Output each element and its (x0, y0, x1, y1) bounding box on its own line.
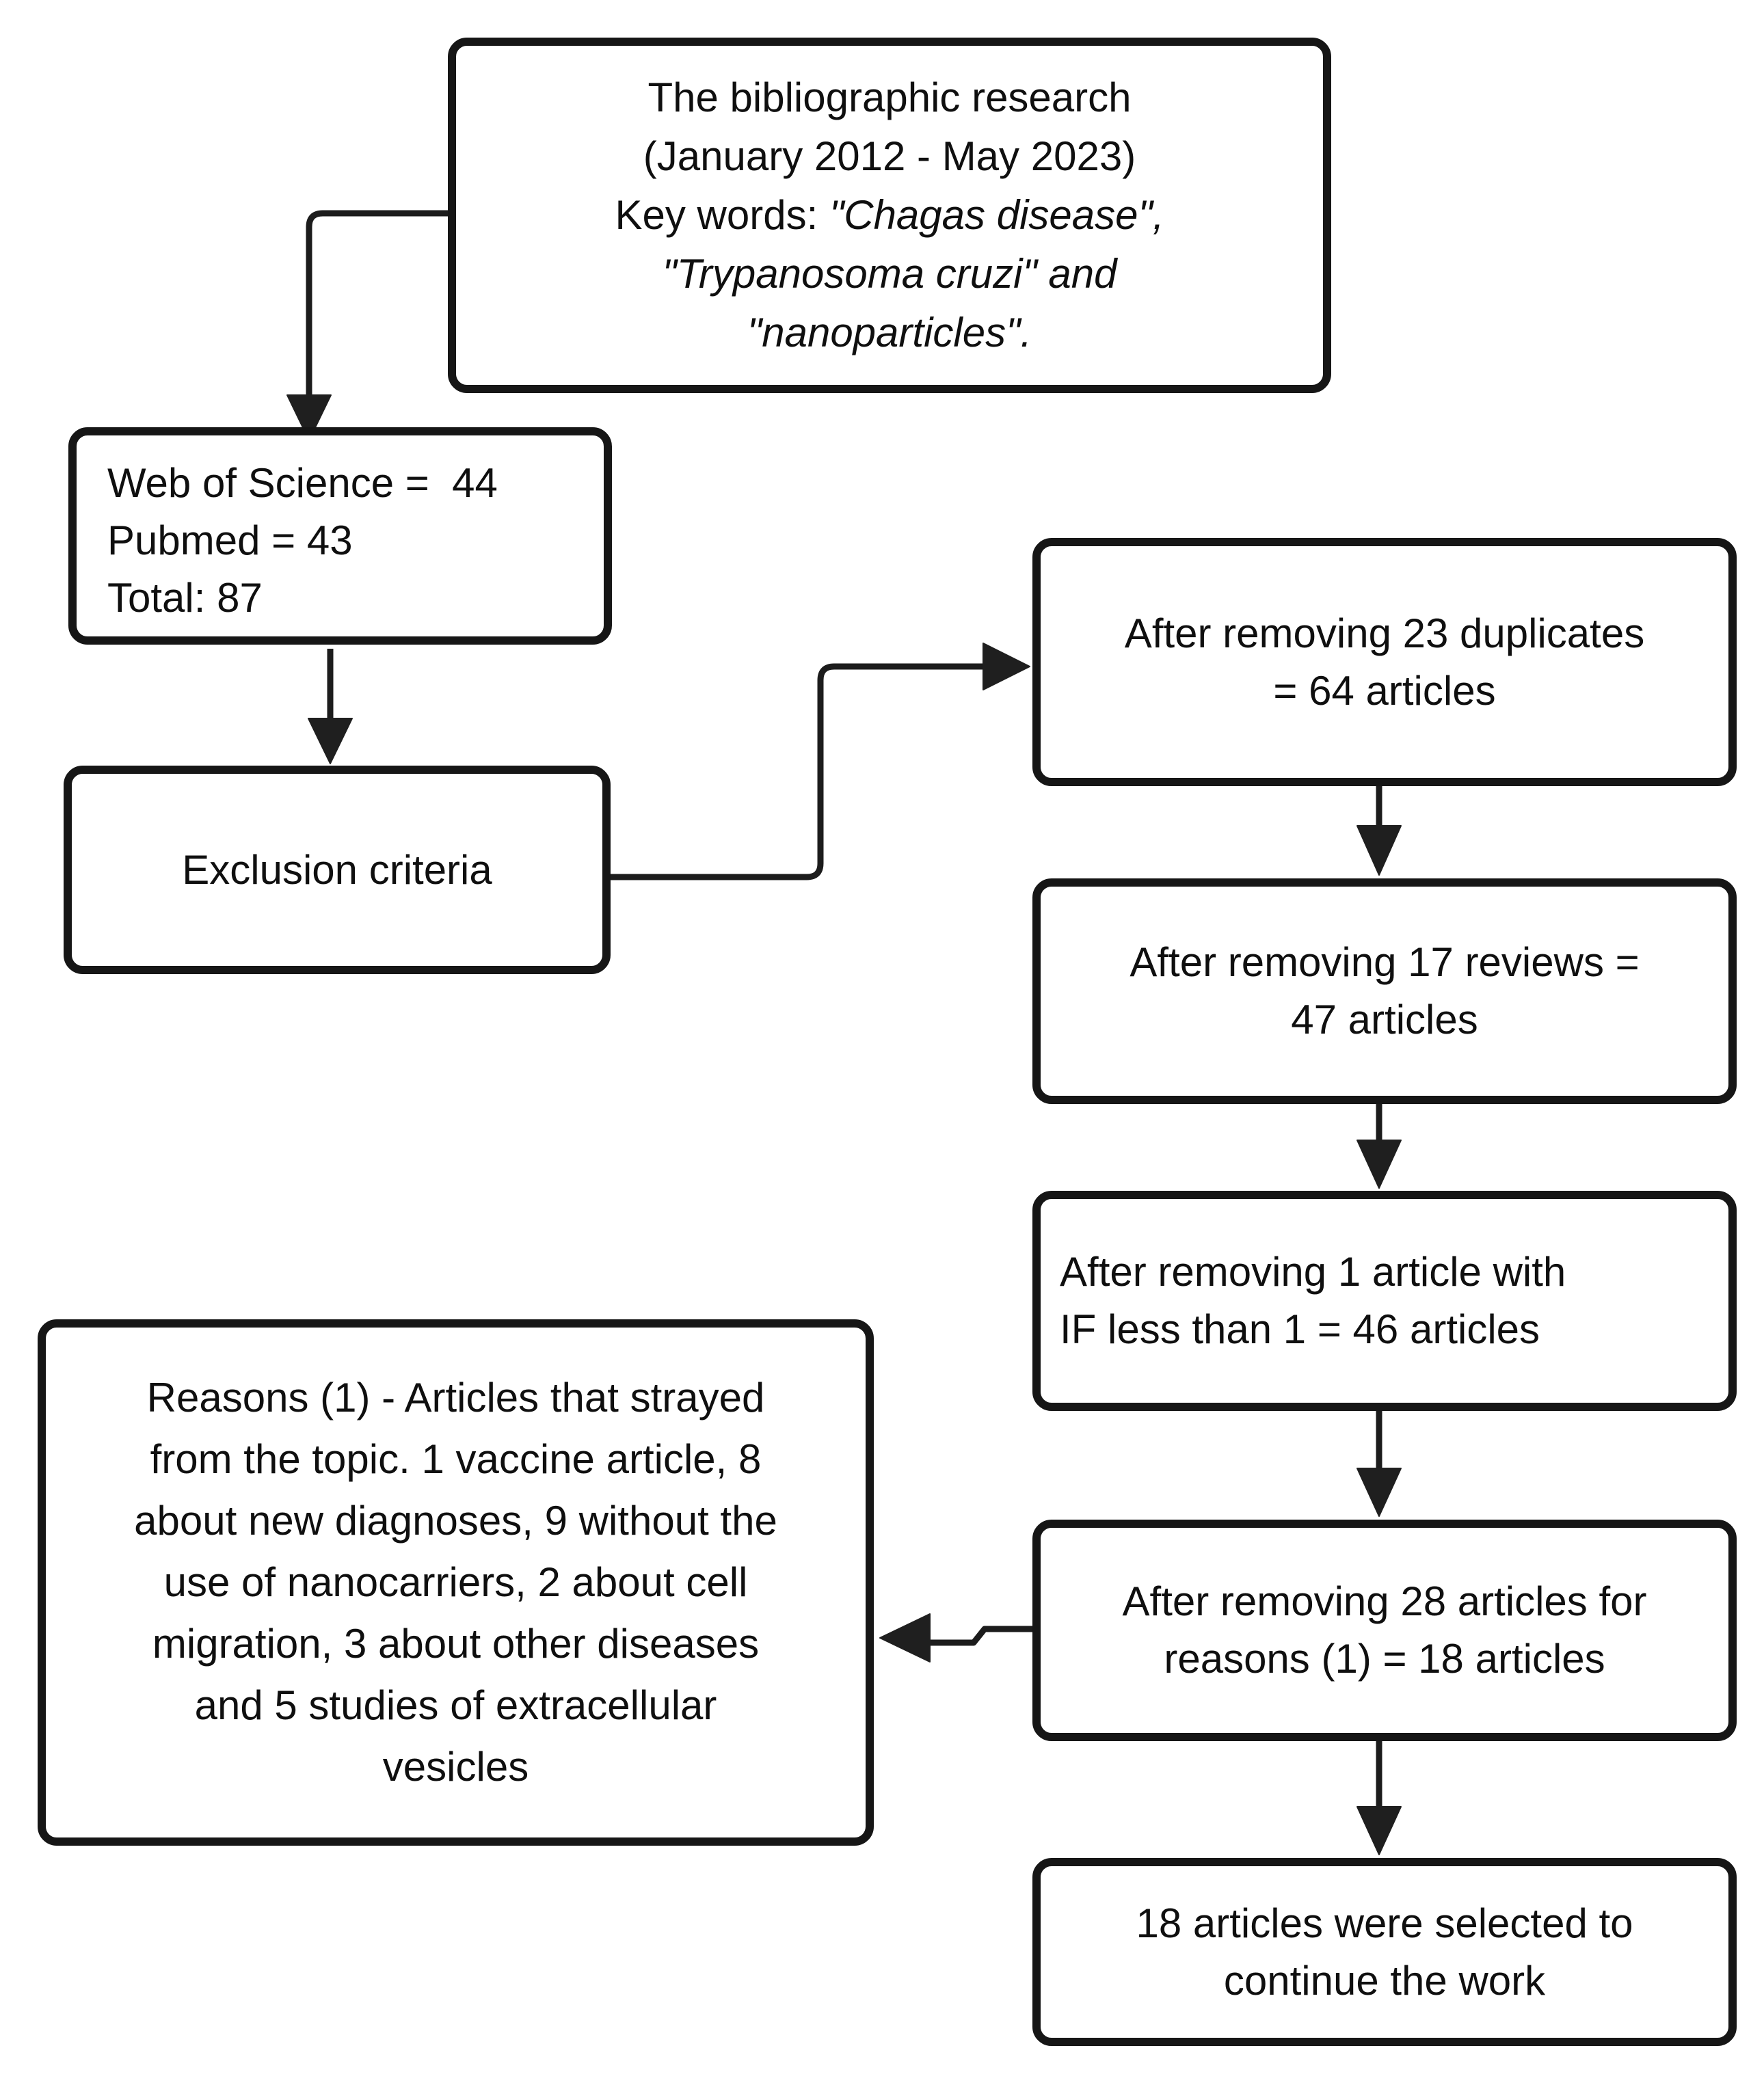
flow-box-line: continue the work (1223, 1957, 1546, 2004)
arrowhead-sources-to-exclusion (308, 718, 353, 764)
reasons-line: migration, 3 about other diseases (152, 1621, 760, 1667)
reasons-box: Reasons (1) - Articles that strayed from… (38, 1319, 874, 1846)
arrowhead-top-to-sources (286, 394, 332, 441)
keyword-chagas-disease: "Chagas disease", (829, 192, 1164, 238)
flow-box-line: After removing 1 article with (1060, 1249, 1566, 1295)
keyword-nanoparticles: "nanoparticles". (747, 310, 1032, 355)
flow-box-line: After removing 17 reviews = (1130, 939, 1640, 985)
flow-box-reasons-removed: After removing 28 articles for reasons (… (1032, 1520, 1737, 1741)
web-of-science-count: Web of Science = 44 (107, 460, 498, 506)
keywords-label: Key words: (615, 192, 829, 238)
arrowhead-reviews-to-impact (1357, 1140, 1402, 1189)
flow-box-line: After removing 23 duplicates (1124, 610, 1645, 656)
connector-exclusion-to-duplicates (611, 663, 985, 880)
reasons-line: Reasons (1) - Articles that strayed (146, 1375, 765, 1420)
arrowhead-reasons-removal-to-selected (1357, 1806, 1402, 1855)
total-count: Total: 87 (107, 575, 263, 621)
connector-top-to-sources (306, 210, 452, 396)
flow-box-reviews-removed: After removing 17 reviews = 47 articles (1032, 878, 1737, 1104)
top-box-line3: Key words: "Chagas disease", (615, 186, 1164, 245)
reasons-line: from the topic. 1 vaccine article, 8 (150, 1436, 762, 1482)
flow-box-line: IF less than 1 = 46 articles (1060, 1306, 1540, 1352)
reasons-line: and 5 studies of extracellular (194, 1682, 717, 1728)
pubmed-count: Pubmed = 43 (107, 517, 353, 563)
flow-box-duplicates-removed: After removing 23 duplicates = 64 articl… (1032, 538, 1737, 786)
reasons-line: use of nanocarriers, 2 about cell (163, 1559, 748, 1605)
exclusion-criteria-label: Exclusion criteria (182, 846, 492, 893)
top-box-line1: The bibliographic research (647, 75, 1132, 120)
reasons-line: about new diagnoses, 9 without the (134, 1498, 777, 1544)
reasons-line: vesicles (382, 1744, 529, 1790)
connector-reasons-removal-to-reasons (927, 1626, 1032, 1646)
arrowhead-exclusion-to-duplicates (983, 643, 1030, 690)
arrowhead-reasons-removal-to-reasons (879, 1613, 931, 1662)
database-counts-box: Web of Science = 44 Pubmed = 43 Total: 8… (68, 427, 612, 645)
flow-box-line: 47 articles (1291, 997, 1478, 1042)
arrowhead-impact-to-reasons-removal (1357, 1468, 1402, 1517)
keyword-trypanosoma-cruzi: "Trypanosoma cruzi" and (662, 251, 1117, 297)
flow-box-articles-selected: 18 articles were selected to continue th… (1032, 1858, 1737, 2046)
flow-box-line: = 64 articles (1273, 667, 1496, 714)
arrowhead-duplicates-to-reviews (1357, 825, 1402, 876)
flow-box-line: After removing 28 articles for (1122, 1578, 1647, 1624)
flow-box-line: reasons (1) = 18 articles (1164, 1636, 1605, 1682)
flow-box-impact-factor-removed: After removing 1 article with IF less th… (1032, 1191, 1737, 1411)
exclusion-criteria-box: Exclusion criteria (64, 766, 611, 974)
bibliographic-research-box: The bibliographic research (January 2012… (448, 38, 1331, 393)
top-box-line2: (January 2012 - May 2023) (643, 133, 1136, 179)
flow-box-line: 18 articles were selected to (1136, 1900, 1633, 1946)
